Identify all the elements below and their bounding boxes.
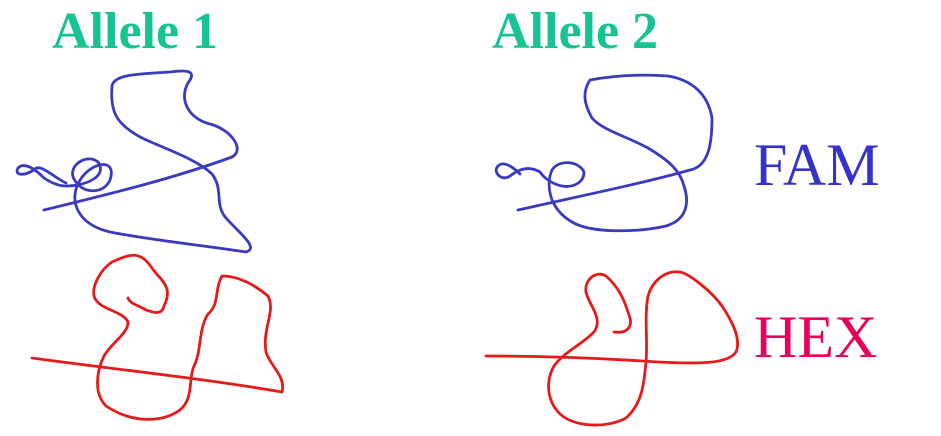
hex-dye-label: HEX [754,304,877,370]
fam-dye-label: FAM [754,132,880,198]
